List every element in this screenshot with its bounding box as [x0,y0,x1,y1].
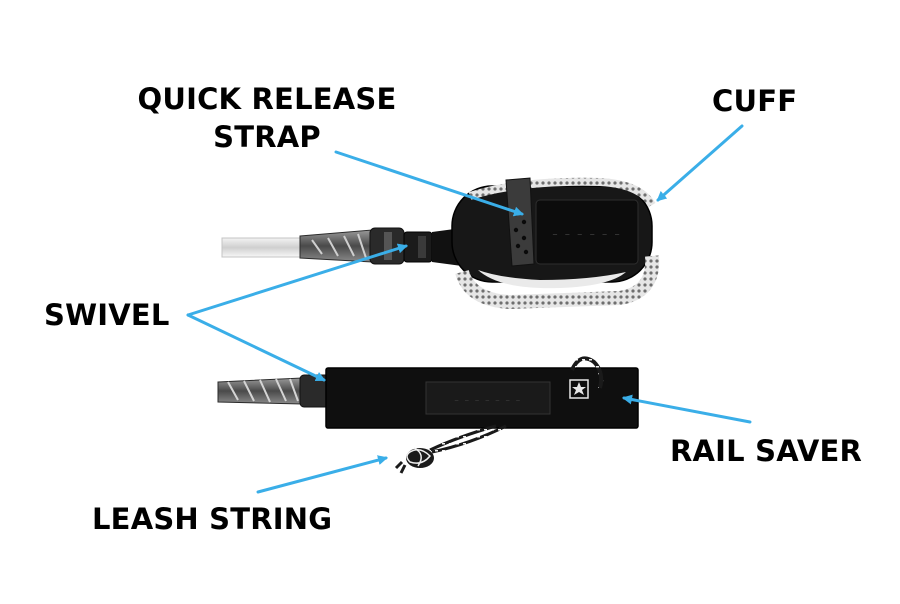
label-quick-release-line1: QUICK RELEASE [137,82,397,116]
svg-text:— — — — — —: — — — — — — [553,230,621,238]
rail-saver-loop [570,356,604,389]
cuff-assembly: — — — — — — [221,177,660,310]
arrow-rail-saver [622,394,752,424]
leash-string-knot [394,447,434,474]
arrow-swivel-upper [186,243,408,317]
label-cuff: CUFF [712,84,798,118]
label-quick-release-line2: STRAP [213,120,321,154]
label-swivel: SWIVEL [44,298,170,332]
arrow-cuff [656,124,744,202]
rail-saver-assembly: — — — — — — — [217,356,639,429]
brand-star-logo [569,379,589,399]
callout-arrows [186,124,752,494]
leash-string [394,424,507,474]
arrow-leash-string [256,455,388,494]
arrow-quick-release-strap [334,150,524,217]
quick-release-strap [505,177,535,267]
svg-text:— — — — — — —: — — — — — — — [455,397,521,404]
label-quick-release-strap: QUICK RELEASE STRAP [136,80,398,156]
cuff-logo-panel [535,199,639,265]
leash-cord [221,237,305,258]
label-leash-string: LEASH STRING [92,502,333,536]
label-rail-saver: RAIL SAVER [670,434,863,468]
arrow-swivel-lower [186,313,326,382]
